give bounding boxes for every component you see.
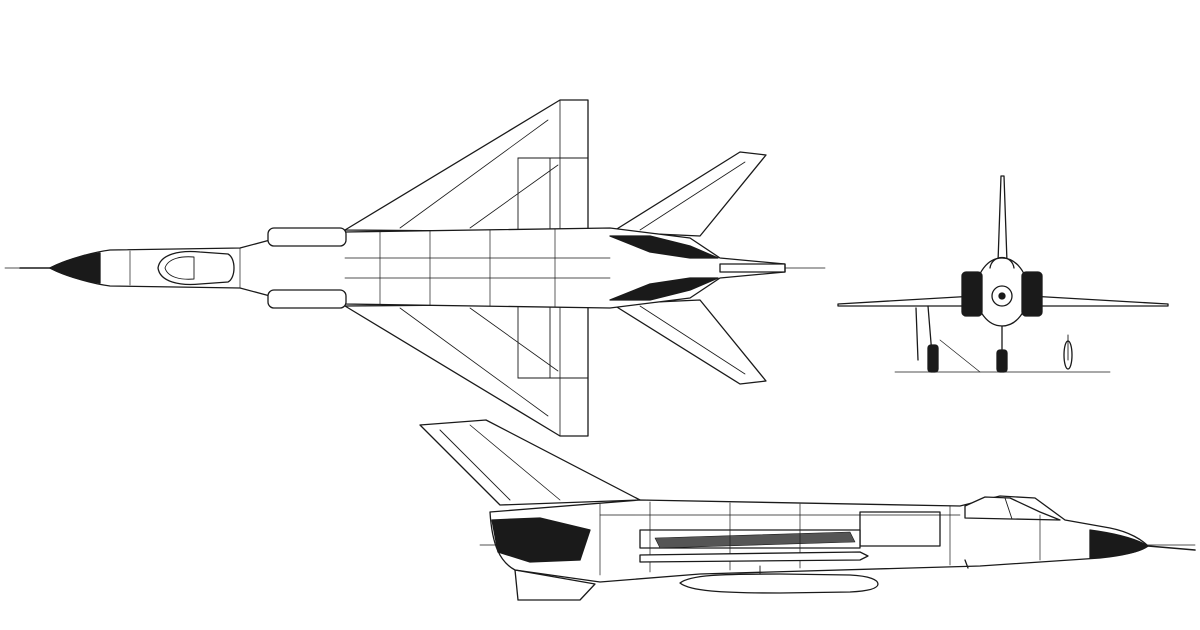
side-external-tank [679,573,879,594]
front-nose-wheel [996,349,1008,373]
top-lower-nozzle [609,277,719,301]
top-upper-nozzle [609,235,719,259]
side-canopy [964,496,1061,521]
top-lower-tailplane [611,299,767,385]
top-view [4,99,826,437]
top-canopy [157,250,235,286]
top-upper-tail-line [639,161,746,231]
front-external-tank [1063,340,1073,370]
side-ventral-fin [514,569,596,601]
side-fin-line [469,424,561,501]
top-upper-tailplane [611,151,767,237]
side-intake [859,511,941,547]
side-wing-hatch [654,531,856,549]
side-nose-gear [964,559,969,569]
side-tail-fin [419,419,641,506]
front-view [837,175,1169,373]
front-right-wing [1029,295,1169,307]
front-left-intake [961,271,983,317]
top-upper-intake [267,227,347,247]
front-fin [997,175,1008,263]
top-lower-wing-fence2 [469,307,559,372]
front-gear-guide [939,339,981,373]
top-upper-wing-fence2 [469,164,559,229]
top-tail-boom [719,263,786,273]
front-canopy [989,256,1015,269]
side-canopy-frame [1004,497,1013,520]
top-canopy-frame [164,256,195,280]
front-left-wing [837,295,976,307]
side-view [419,419,1196,601]
top-lower-tail-line [639,305,746,375]
top-fuselage [49,227,786,309]
front-right-intake [1021,271,1043,317]
side-missile [639,551,869,563]
top-lower-intake [267,289,347,309]
side-pitot [1147,545,1196,551]
side-fin-rudder [439,429,511,501]
top-nose-cone [49,252,101,284]
front-left-wheel [927,344,939,373]
top-lower-wing [344,303,589,437]
front-nose-tip [998,292,1006,300]
top-lower-wing-fence [399,307,549,417]
front-left-gear-door [915,307,919,361]
top-upper-wing [344,99,589,233]
side-exhaust [491,517,591,563]
top-upper-wing-fence [399,119,549,229]
